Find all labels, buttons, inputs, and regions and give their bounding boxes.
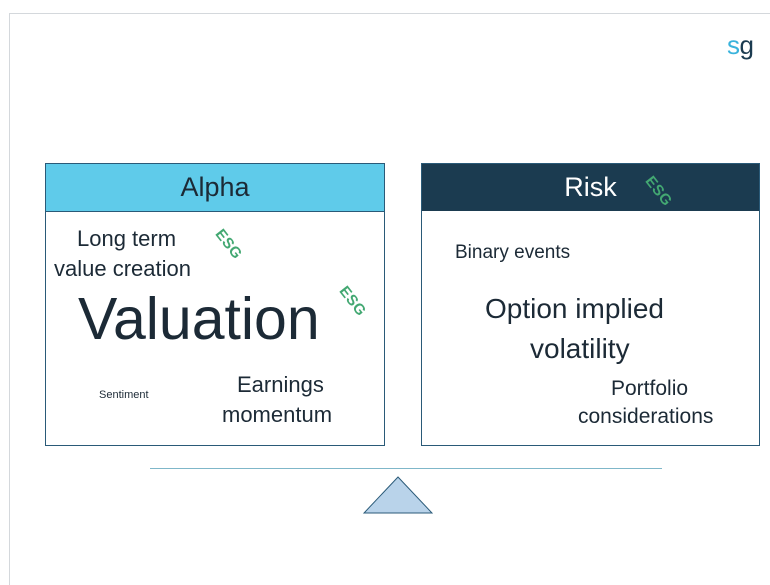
long-term-line-2: value creation	[54, 256, 191, 281]
esg-tag-long-term: ESG	[211, 226, 246, 263]
risk-title: Risk	[564, 172, 617, 202]
alpha-panel: Alpha Long term value creation ESG Valua…	[45, 163, 385, 446]
earnings-line-1: Earnings	[237, 372, 324, 397]
option-line-2: volatility	[530, 333, 630, 364]
alpha-header: Alpha	[46, 164, 384, 212]
option-line-1: Option implied	[485, 293, 664, 324]
portfolio-line-2: considerations	[578, 405, 714, 428]
fulcrum-triangle	[363, 476, 433, 514]
sg-logo: sg	[727, 30, 754, 60]
valuation-label: Valuation	[78, 286, 320, 352]
risk-header: Risk	[422, 164, 759, 211]
esg-tag-valuation: ESG	[335, 283, 370, 320]
sentiment-label: Sentiment	[99, 389, 149, 401]
risk-panel: Risk ESG Binary events Option implied vo…	[421, 163, 760, 446]
balance-beam	[150, 468, 662, 469]
earnings-line-2: momentum	[222, 402, 333, 427]
portfolio-line-1: Portfolio	[611, 377, 689, 400]
alpha-title: Alpha	[180, 172, 250, 202]
binary-events-label: Binary events	[455, 242, 571, 263]
slide-frame	[9, 13, 770, 585]
long-term-line-1: Long term	[77, 226, 177, 251]
